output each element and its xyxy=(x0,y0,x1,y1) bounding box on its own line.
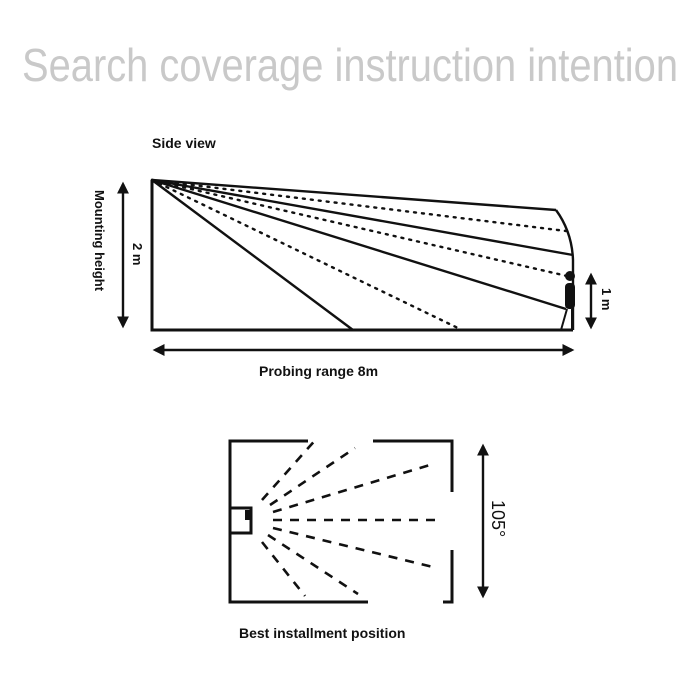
beam-dotted xyxy=(150,178,569,278)
sensor-lens xyxy=(245,510,251,520)
beam-solid xyxy=(151,178,557,212)
person-icon xyxy=(560,271,575,331)
beam-solid xyxy=(151,178,574,257)
room-wall-bottom-right xyxy=(443,550,454,604)
range-label: Probing range 8m xyxy=(259,363,378,379)
height-value: 2 m xyxy=(130,243,145,265)
wall-floor-outline xyxy=(150,180,573,332)
side-view: Side view 2 m Mounting height 1 m Probin… xyxy=(92,135,614,379)
beam-dotted xyxy=(150,178,464,332)
mounting-height-label: Mounting height xyxy=(92,190,107,292)
target-height-value: 1 m xyxy=(599,288,614,310)
beam-solid xyxy=(151,179,354,331)
side-view-label: Side view xyxy=(152,135,216,151)
top-view: 105° Best installment position xyxy=(228,436,508,641)
coverage-arc xyxy=(555,209,575,330)
beam-solid xyxy=(151,178,567,311)
room-wall-top-right xyxy=(373,439,454,492)
page-title: Search coverage instruction intention xyxy=(22,39,678,91)
top-view-caption: Best installment position xyxy=(239,625,405,641)
angle-label: 105° xyxy=(488,500,508,537)
beam-dotted xyxy=(150,178,568,233)
detection-beams xyxy=(260,436,437,597)
